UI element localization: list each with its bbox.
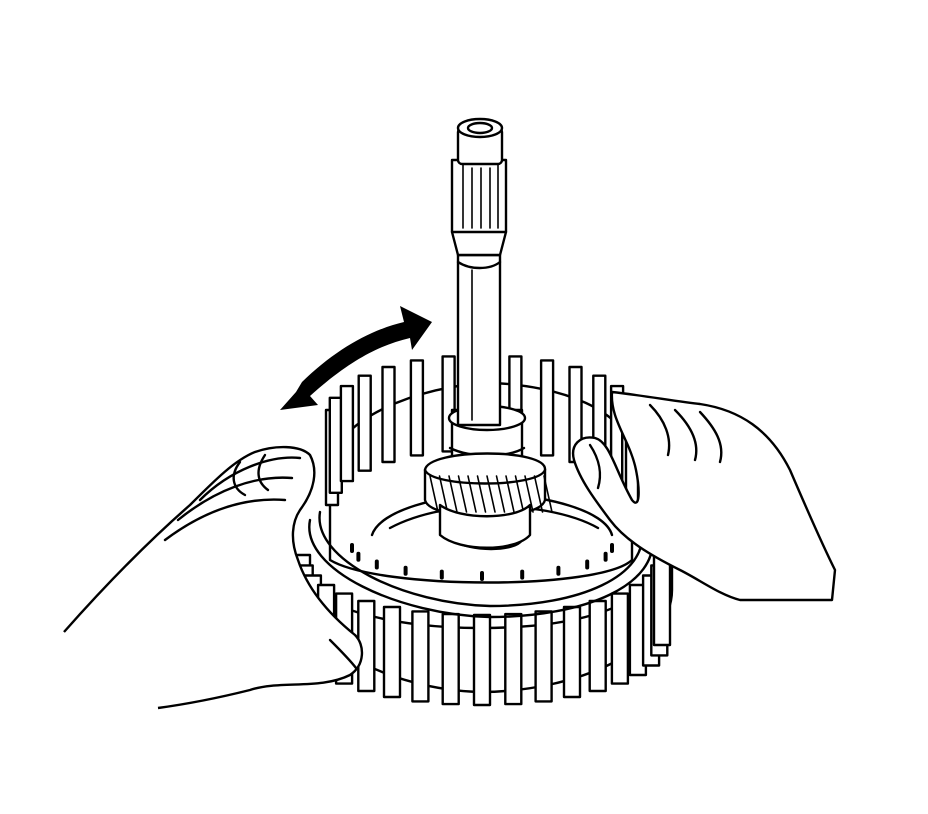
spline-tooth [382,605,402,699]
rotation-arrow-icon [280,306,432,410]
oil-holes [350,543,614,581]
gear-tooth [438,475,449,513]
spline-tooth [588,599,607,693]
gear-tooth [543,475,553,513]
oil-hole [610,543,614,553]
oil-hole [603,551,608,562]
gear-tooth [476,475,487,513]
spline-tooth [381,365,396,464]
right-hand [571,390,837,602]
spline-tooth [472,613,492,707]
spline-tooth [610,592,630,685]
spline-tooth [411,610,430,703]
oil-hole [439,569,444,580]
gear-tooth [429,475,439,513]
spline-tooth [441,612,460,706]
clutch-drum [290,353,674,707]
gear-tooth [495,475,506,513]
oil-hole [585,559,590,570]
shaft-splines [462,164,499,229]
spline-tooth [534,610,553,703]
spline-tooth [504,612,523,706]
oil-hole [520,569,525,580]
left-hand [63,445,364,710]
input-shaft [423,117,553,551]
oil-hole [374,559,379,570]
oil-hole [356,551,361,562]
oil-hole [480,571,484,581]
spline-tooth [652,553,672,647]
oil-hole [350,543,354,553]
spline-tooth [562,605,582,699]
spline-tooth [339,384,355,483]
oil-hole [556,565,561,576]
oil-hole [403,565,408,576]
gear-tooth [486,475,496,513]
spline-tooth [409,359,425,457]
spline-tooth [357,374,372,472]
gear-tooth [533,475,544,513]
spline-tooth [539,359,555,457]
gear-tooth [524,475,534,513]
